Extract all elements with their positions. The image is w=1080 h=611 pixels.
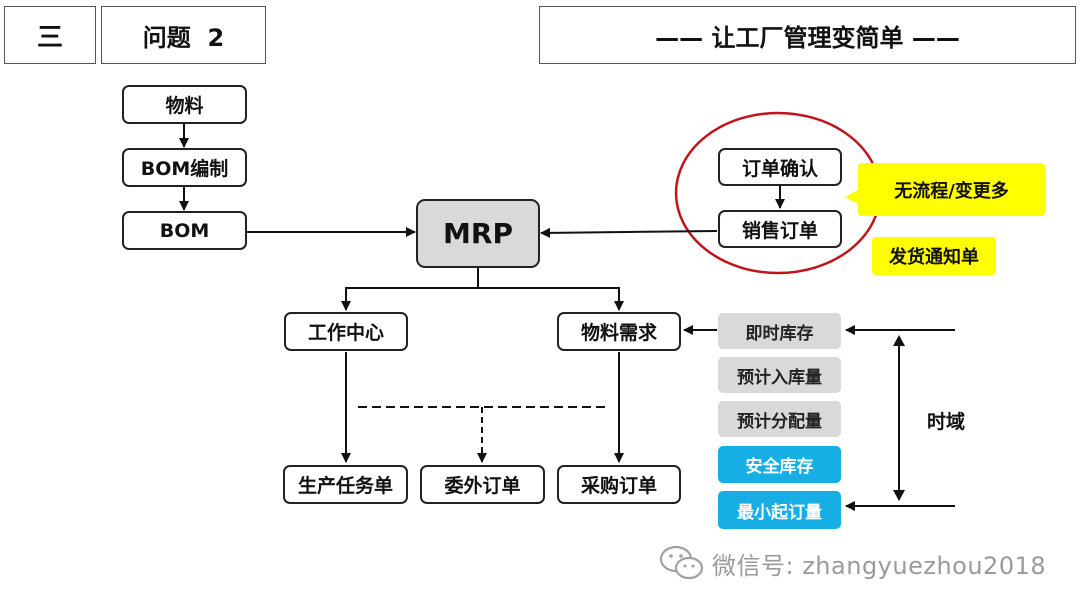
node-material-demand-label: 物料需求 bbox=[580, 322, 657, 344]
time-span-arrow-up bbox=[893, 335, 905, 346]
tagline-text: —— 让工厂管理变简单 —— bbox=[655, 23, 960, 52]
time-domain-label: 时域 bbox=[927, 411, 966, 433]
arrow-mrp-work-center bbox=[341, 268, 479, 311]
node-sales-order: 销售订单 bbox=[718, 210, 842, 248]
callout-no-process-label: 无流程/变更多 bbox=[894, 180, 1009, 202]
factor-current-stock: 即时库存 bbox=[718, 313, 841, 349]
node-production-task-label: 生产任务单 bbox=[297, 475, 393, 497]
node-material-demand: 物料需求 bbox=[557, 312, 681, 351]
callout-delivery-notice-label: 发货通知单 bbox=[889, 247, 979, 268]
factor-min-order-qty: 最小起订量 bbox=[718, 491, 841, 529]
node-bom-compile: BOM编制 bbox=[122, 148, 247, 187]
factor-safety-stock: 安全库存 bbox=[718, 446, 841, 483]
callout-pointer bbox=[845, 190, 858, 204]
node-production-task: 生产任务单 bbox=[283, 465, 408, 504]
node-purchase-order-label: 采购订单 bbox=[580, 475, 657, 497]
node-order-confirm: 订单确认 bbox=[718, 148, 842, 186]
node-bom-compile-label: BOM编制 bbox=[140, 158, 229, 180]
node-sales-order-label: 销售订单 bbox=[741, 219, 818, 242]
highlight-circle bbox=[674, 111, 882, 275]
wechat-icon bbox=[659, 545, 704, 580]
tagline-box: —— 让工厂管理变简单 —— bbox=[539, 6, 1076, 64]
node-mrp: MRP bbox=[416, 199, 540, 268]
time-span-arrow-down bbox=[893, 490, 905, 501]
node-work-center-label: 工作中心 bbox=[307, 322, 384, 344]
watermark: 微信号: zhangyuezhou2018 bbox=[658, 544, 1046, 582]
node-material-label: 物料 bbox=[165, 95, 204, 117]
factor-expected-allocation: 预计分配量 bbox=[718, 401, 841, 437]
question-title-text: 问题 2 bbox=[142, 23, 225, 52]
factor-label: 即时库存 bbox=[745, 323, 814, 344]
node-material: 物料 bbox=[122, 85, 247, 124]
factor-label: 最小起订量 bbox=[737, 502, 822, 523]
node-mrp-label: MRP bbox=[443, 217, 513, 250]
node-bom: BOM bbox=[122, 211, 247, 250]
arrow-sales-mrp bbox=[540, 227, 718, 238]
node-order-confirm-label: 订单确认 bbox=[741, 157, 818, 180]
node-outsource-order: 委外订单 bbox=[420, 465, 545, 504]
node-work-center: 工作中心 bbox=[284, 312, 408, 351]
watermark-text: 微信号: zhangyuezhou2018 bbox=[712, 551, 1047, 580]
node-bom-label: BOM bbox=[159, 219, 210, 242]
factor-expected-receipt: 预计入库量 bbox=[718, 357, 841, 393]
factor-label: 预计分配量 bbox=[737, 411, 822, 432]
factor-label: 安全库存 bbox=[745, 457, 814, 477]
arrow-mrp-material-demand bbox=[478, 287, 624, 311]
callout-delivery-notice: 发货通知单 bbox=[872, 237, 996, 275]
node-purchase-order: 采购订单 bbox=[557, 465, 681, 504]
section-number: 三 bbox=[4, 6, 96, 64]
callout-no-process: 无流程/变更多 bbox=[858, 163, 1045, 216]
section-number-text: 三 bbox=[36, 22, 63, 53]
factor-label: 预计入库量 bbox=[737, 367, 822, 388]
node-outsource-order-label: 委外订单 bbox=[444, 475, 521, 497]
question-title: 问题 2 bbox=[101, 6, 266, 64]
